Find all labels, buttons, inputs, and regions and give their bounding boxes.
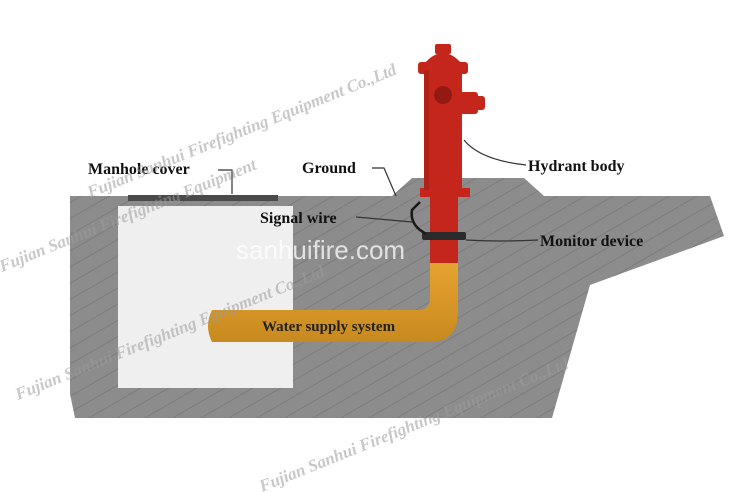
hydrant-dome <box>424 53 462 64</box>
leader-ground <box>372 167 397 197</box>
hydrant-flange-base <box>420 188 470 197</box>
leader-hydrant-body <box>463 139 527 166</box>
hydrant-barrel-shade <box>424 70 429 190</box>
hydrant-cap-ring <box>418 62 468 74</box>
label-signal-wire: Signal wire <box>260 210 337 227</box>
hydrant-front-outlet <box>434 86 452 104</box>
water-supply-pipe <box>208 258 458 342</box>
label-hydrant-body: Hydrant body <box>528 158 624 175</box>
leader-lines <box>218 139 539 242</box>
watermark-company-1: Fujian Sanhui Firefighting Equipment Co.… <box>83 60 399 202</box>
signal-wire <box>410 201 427 236</box>
monitor-device <box>422 232 466 240</box>
hydrant-outlet-cap <box>475 96 485 110</box>
hydrant <box>418 44 485 263</box>
label-ground: Ground <box>302 160 356 177</box>
leader-signal-wire <box>355 216 413 223</box>
hydrant-lower-pipe <box>430 197 458 263</box>
label-monitor-device: Monitor device <box>540 233 643 250</box>
watermark-site: sanhuifire.com <box>236 235 405 265</box>
label-water-supply-system: Water supply system <box>262 319 396 335</box>
leader-manhole <box>218 169 233 194</box>
hydrant-top-nut <box>435 44 451 54</box>
label-manhole-cover: Manhole cover <box>88 161 190 178</box>
manhole-pit <box>118 206 293 388</box>
leader-monitor <box>465 239 539 242</box>
manhole-cover <box>128 195 278 201</box>
hydrant-side-outlet <box>460 92 478 114</box>
